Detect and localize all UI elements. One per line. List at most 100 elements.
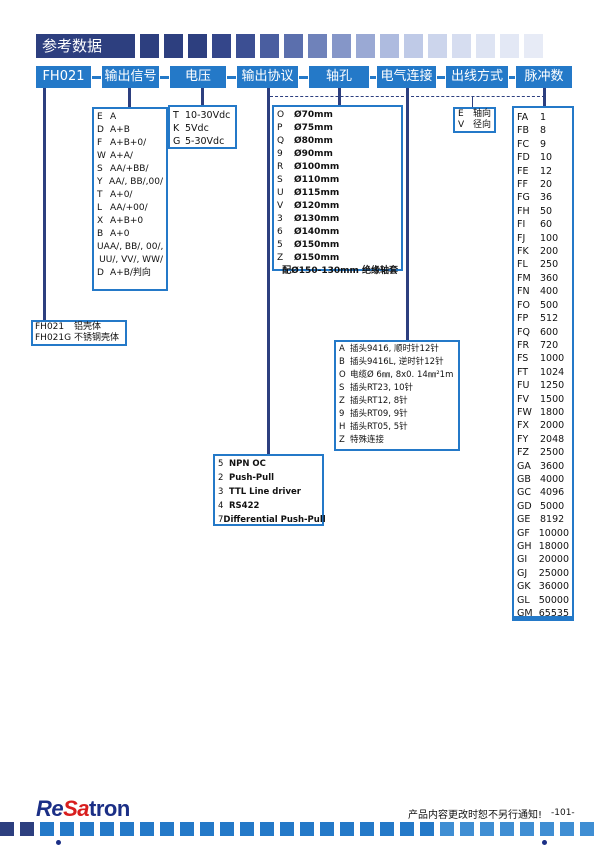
option-desc: 1 <box>540 112 547 123</box>
option-code: GL <box>517 594 530 606</box>
logo-tron-text: tron <box>89 796 130 821</box>
option-desc: 5Vdc <box>185 123 209 134</box>
option-code: GJ <box>517 567 528 579</box>
option-code: GM <box>517 608 533 620</box>
option-desc: NPN OC <box>229 459 266 469</box>
decoration-square <box>212 34 231 58</box>
voltage-connector <box>201 88 204 105</box>
option-desc: 25000 <box>538 567 569 579</box>
option-code: GK <box>517 581 531 593</box>
footer-square <box>420 822 434 836</box>
footer-square <box>140 822 154 836</box>
header-decoration <box>140 34 543 58</box>
pulse-option: FT 1024 <box>517 366 569 379</box>
pulse-option: FH 50 <box>517 205 569 218</box>
option-desc: 3600 <box>540 460 565 472</box>
option-desc: Ø80mm <box>294 136 333 146</box>
option-code: FT <box>517 366 529 378</box>
option-desc: 36000 <box>538 581 569 593</box>
option-code: 7 <box>218 515 224 525</box>
dashed-guide <box>270 96 545 97</box>
option-code: O <box>277 110 285 120</box>
footer-square <box>120 822 134 836</box>
footer-square <box>40 822 54 836</box>
decoration-square <box>308 34 327 58</box>
shaft-hole-option: 配Ø150-130mm 绝缘轴套 <box>277 265 398 278</box>
model-chip: FH021 <box>36 66 91 88</box>
option-desc: 铝壳体 <box>74 322 102 332</box>
option-desc: 10 <box>540 152 553 164</box>
decoration-square <box>452 34 471 58</box>
decoration-square <box>428 34 447 58</box>
option-code: FH021G <box>35 333 72 343</box>
pulses-connector <box>543 88 546 108</box>
option-desc: 配Ø150-130mm 绝缘轴套 <box>282 266 398 276</box>
footer-square <box>480 822 494 836</box>
shaft-hole-chip: 轴孔 <box>309 66 369 88</box>
option-desc: 500 <box>540 299 559 311</box>
option-desc: 4000 <box>540 473 565 485</box>
option-desc: 50 <box>540 205 553 217</box>
option-code: FG <box>517 192 530 204</box>
output-signal-option: UU/, VV/, WW/ <box>97 254 163 267</box>
decoration-square <box>380 34 399 58</box>
option-code: GE <box>517 514 531 526</box>
option-desc: Ø100mm <box>294 162 340 172</box>
option-desc: A+A/ <box>110 151 133 161</box>
option-code: FC <box>517 138 530 150</box>
pulse-option: FE 12 <box>517 165 569 178</box>
option-code: 9 <box>277 149 283 159</box>
option-desc: Differential Push-Pull <box>223 515 326 525</box>
option-desc: 50000 <box>538 594 569 606</box>
footer-square <box>540 822 554 836</box>
option-code: FW <box>517 406 532 418</box>
footer-square <box>500 822 514 836</box>
option-desc: 插头RT12, 8针 <box>350 396 408 406</box>
footer-square <box>380 822 394 836</box>
option-code: E <box>97 112 103 122</box>
option-desc: 径向 <box>472 120 491 130</box>
option-code: FI <box>517 219 526 231</box>
option-code: Z <box>339 396 345 406</box>
logo-re-text: Re <box>36 796 64 821</box>
option-code: FU <box>517 380 530 392</box>
option-desc: 插头9416L, 逆时针12针 <box>350 357 444 367</box>
option-code: GH <box>517 541 532 552</box>
footer-square <box>520 822 534 836</box>
option-desc: 12 <box>540 165 553 177</box>
option-desc: 512 <box>540 313 559 325</box>
option-desc: RS422 <box>229 501 260 511</box>
option-code: FE <box>517 165 529 177</box>
option-code: FH <box>517 205 530 217</box>
option-desc: 插头RT05, 5针 <box>350 422 408 432</box>
option-desc: 1024 <box>540 366 565 378</box>
option-desc: 10000 <box>538 527 569 539</box>
option-code: T <box>173 110 179 121</box>
pulses-chip: 脉冲数 <box>516 66 572 88</box>
